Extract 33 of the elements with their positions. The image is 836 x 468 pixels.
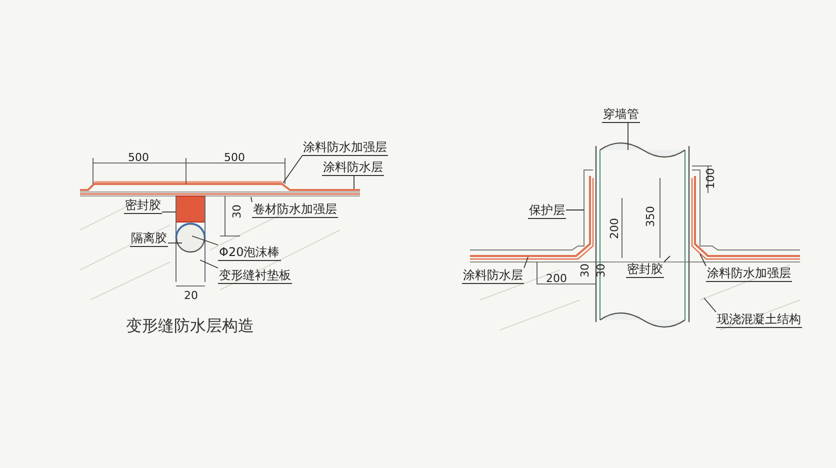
dimension-label: 500 — [224, 151, 245, 164]
callout-label: 穿墙管 — [602, 107, 640, 123]
callout-label: 涂料防水加强层 — [706, 266, 792, 282]
callout-label: 保护层 — [528, 203, 566, 219]
callout-label: 隔离胶 — [130, 231, 168, 247]
leader-line — [700, 254, 706, 266]
dimension-label: 100 — [704, 168, 717, 189]
dimension-label: 20 — [184, 289, 198, 302]
callout-label: 变形缝衬垫板 — [218, 268, 292, 284]
leader-line — [282, 156, 302, 184]
leader-line — [250, 196, 252, 202]
dimension-label: 30 — [230, 204, 244, 218]
leader-line — [192, 236, 218, 246]
leader-line — [168, 242, 182, 244]
dimension-label: 30 — [594, 264, 608, 278]
leader-line — [200, 260, 218, 268]
leader-line — [524, 256, 528, 268]
leader-line — [664, 256, 670, 262]
callout-label: 涂料防水加强层 — [302, 140, 388, 156]
callout-label: 卷材防水加强层 — [252, 202, 338, 218]
callout-label: Φ20泡沫棒 — [218, 245, 281, 261]
dimension-label: 200 — [608, 218, 621, 239]
callout-label: 现浇混凝土结构 — [716, 312, 802, 328]
dimension-label: 500 — [128, 151, 149, 164]
callout-label: 涂料防水层 — [462, 268, 524, 284]
callout-label: 密封胶 — [124, 198, 162, 214]
callout-label: 密封胶 — [626, 262, 664, 278]
leader-line — [704, 298, 716, 312]
drawing-caption: 变形缝防水层构造 — [126, 316, 254, 336]
callout-label: 涂料防水层 — [322, 160, 384, 176]
dimension-label: 350 — [644, 206, 657, 227]
dimension-label: 200 — [546, 272, 567, 285]
dimension-label: 30 — [578, 264, 592, 278]
